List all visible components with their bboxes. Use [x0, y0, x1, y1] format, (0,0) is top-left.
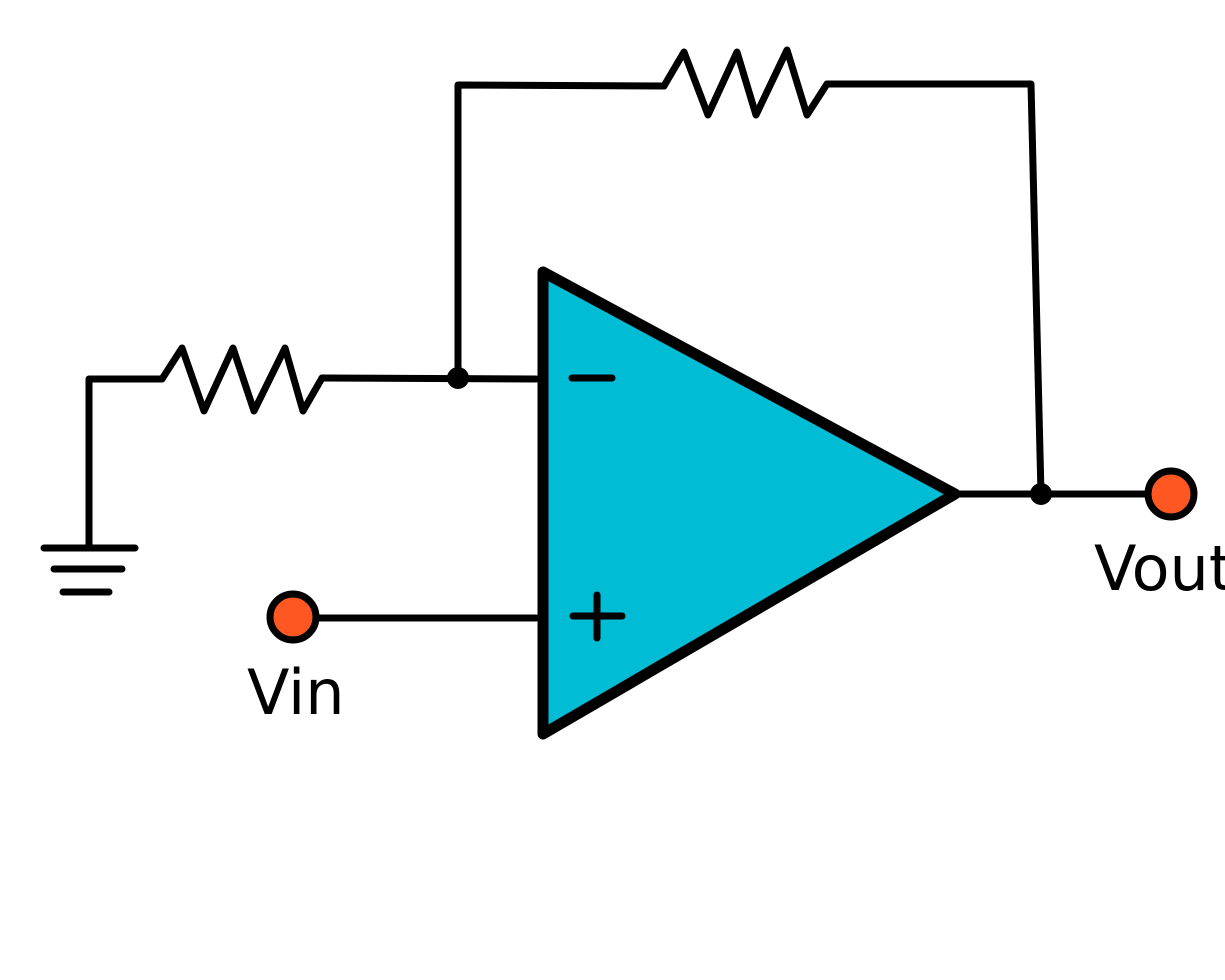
feedback-wire-left: [454, 81, 668, 382]
feedback-resistor: [660, 46, 831, 119]
ground-wire: [85, 375, 166, 550]
noninverting-input-symbol: [569, 591, 626, 642]
output-terminal: [1144, 467, 1198, 521]
ground-icon: [40, 544, 139, 596]
opamp-triangle: [537, 266, 961, 740]
junction-output-node: [1030, 483, 1052, 505]
output-label: Vout: [1094, 532, 1225, 605]
input-terminal: [266, 590, 320, 644]
inverting-input-wire: [318, 374, 540, 383]
junction-inverting-node: [447, 367, 469, 389]
input-label: Vin: [247, 656, 345, 729]
feedback-wire-right: [823, 80, 1045, 498]
input-resistor: [158, 344, 326, 415]
